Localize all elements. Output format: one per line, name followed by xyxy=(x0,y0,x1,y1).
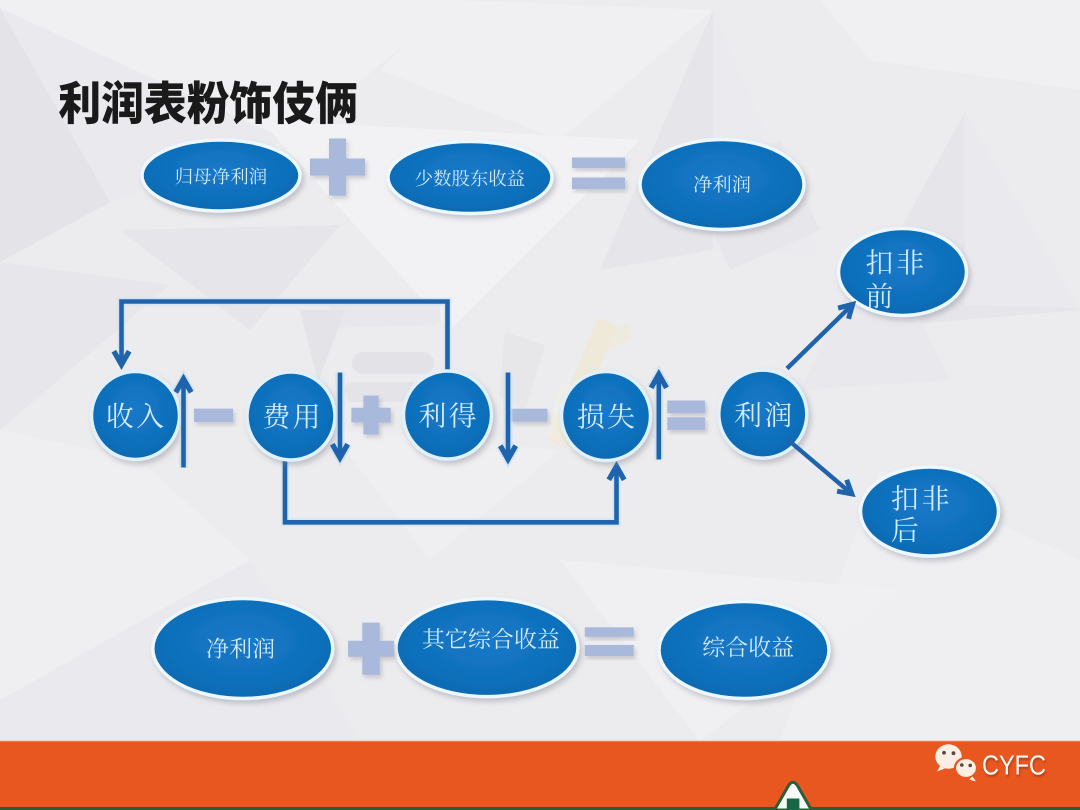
svg-text:CYFC: CYFC xyxy=(982,750,1046,781)
